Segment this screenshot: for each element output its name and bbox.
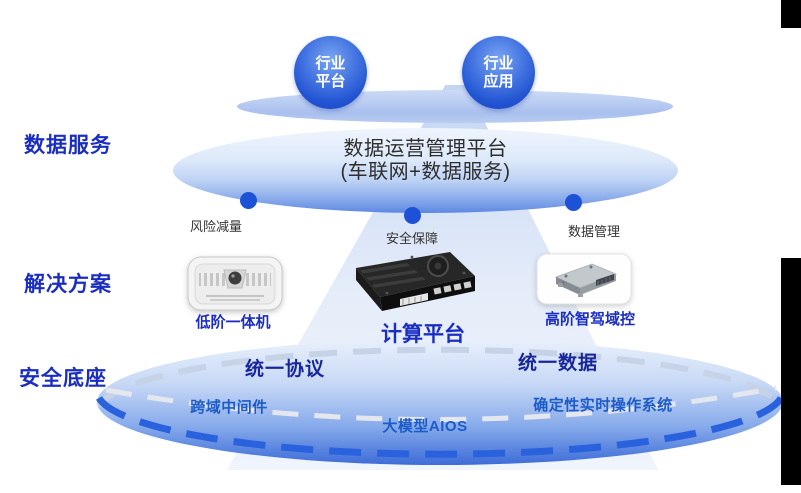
foundation-ellipse	[90, 332, 790, 482]
platform-title-line1: 数据运营管理平台	[343, 138, 508, 160]
dot-label-security-guarantee: 安全保障	[385, 231, 439, 246]
industry-application-label-line1: 行业	[483, 54, 514, 72]
device-label-aio: 低阶一体机	[195, 314, 271, 331]
industry-platform-label-line2: 平台	[315, 72, 346, 90]
connector-dot-safety	[404, 207, 421, 224]
foundation-label-llm-aios: 大模型AIOS	[382, 418, 468, 435]
foundation-label-unified-data: 统一数据	[517, 353, 599, 374]
foundation-label-deterministic-rtos: 确定性实时操作系统	[533, 397, 673, 414]
redaction-bar-right	[781, 258, 801, 485]
industry-platform-circle: 行业 平台	[294, 36, 367, 109]
foundation-ellipse-graphic	[95, 339, 785, 465]
platform-ellipse: 数据运营管理平台 (车联网+数据服务)	[173, 128, 678, 213]
foundation-label-unified-protocol: 统一协议	[244, 359, 326, 380]
aio-device-image	[186, 254, 284, 317]
industry-application-label-line2: 应用	[483, 72, 514, 90]
redaction-bar-top-right	[781, 0, 801, 28]
industry-application-circle: 行业 应用	[462, 36, 535, 109]
layer-label-data-service: 数据服务	[24, 134, 112, 157]
aio-device-icon	[187, 256, 283, 311]
computing-platform-image	[342, 249, 480, 318]
domain-controller-image	[536, 253, 632, 310]
foundation-label-cross-domain-middleware: 跨域中间件	[190, 399, 268, 416]
dot-label-data-management: 数据管理	[567, 224, 621, 239]
domain-controller-icon	[536, 253, 632, 305]
computing-platform-icon	[356, 252, 475, 311]
device-label-computing-platform: 计算平台	[381, 323, 465, 346]
dot-label-risk-reduction: 风险减量	[189, 219, 243, 234]
industry-platform-label-line1: 行业	[315, 54, 346, 72]
device-label-domain-controller: 高阶智驾域控	[544, 311, 636, 328]
layer-label-security-base: 安全底座	[19, 367, 107, 390]
connector-dot-risk	[240, 192, 257, 209]
layer-label-solutions: 解决方案	[24, 273, 112, 296]
platform-title-line2: (车联网+数据服务)	[340, 161, 511, 183]
connector-dot-data	[565, 194, 582, 211]
